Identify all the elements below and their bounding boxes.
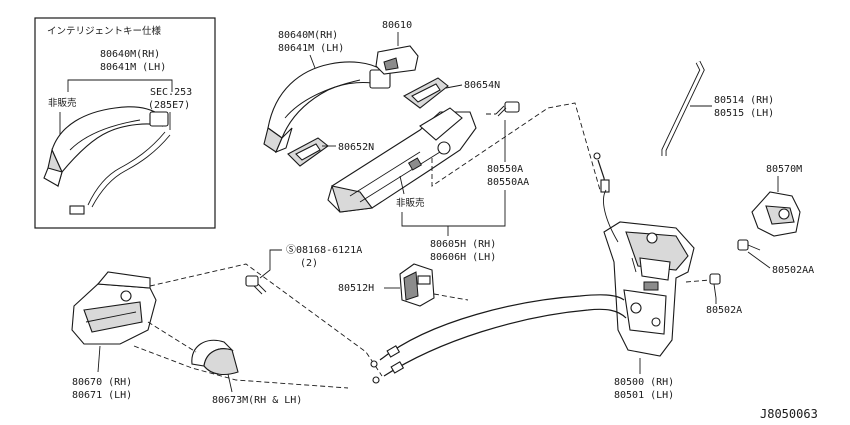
dash-handle-to-escutcheon: [133, 345, 349, 389]
inside-cable-lower: [383, 308, 627, 377]
inset-frame: [34, 17, 216, 229]
escutcheon-80673m: [191, 339, 239, 376]
inset-harness-wire: [87, 131, 166, 206]
leader-gasket-top: [445, 84, 463, 89]
gasket-80652n: [287, 137, 329, 167]
leader-bracket-assy: [401, 190, 506, 227]
cap-80610: [375, 45, 419, 75]
cable-end: [593, 152, 601, 160]
inset-leader-top: [67, 79, 173, 92]
screw-80502aa: [737, 239, 761, 251]
bolt-08168: [245, 275, 267, 295]
handle-bracket-80605h: [327, 107, 477, 213]
label-gasket-top: 80654N: [464, 80, 500, 91]
label-bracket-lh: 80606H (LH): [430, 252, 496, 263]
label-rod-rh: 80514 (RH): [714, 95, 774, 106]
inset-outside-handle-drawing: [43, 106, 169, 188]
rod-80514: [661, 60, 705, 156]
leader-bracket-not-sold: [399, 175, 405, 195]
inset-title: インテリジェントキー仕様: [47, 25, 162, 37]
label-gasket-bottom: 80652N: [338, 142, 374, 153]
door-lock-assy-80500: [603, 189, 695, 357]
leader-escutcheon: [227, 373, 233, 393]
gasket-80654n: [402, 77, 449, 109]
label-escutcheon: 80673M(RH & LH): [212, 395, 302, 406]
label-bracket-not-sold: 非販売: [396, 197, 425, 209]
inset-not-sold-label: 非販売: [48, 97, 77, 109]
inset-harness-wire-2: [91, 134, 171, 208]
inset-handle-label-lh: 80641M (LH): [100, 62, 166, 73]
cable-sleeve-upper: [386, 345, 401, 358]
clip-80512h: [399, 263, 435, 307]
label-screw-striker: 80502AA: [772, 265, 814, 276]
cable-end-lower: [372, 376, 380, 384]
label-screw-mid-a: 80550A: [487, 164, 523, 175]
inset-sec-sub: (285E7): [148, 100, 190, 111]
label-lock-lh: 80501 (LH): [614, 390, 674, 401]
leader-screw-striker: [747, 251, 771, 269]
inset-handle-label-rh: 80640M(RH): [100, 49, 160, 60]
leader-handle: [309, 54, 316, 69]
label-bolt-number: Ⓢ08168-6121A: [286, 244, 362, 256]
cable-end-upper: [370, 360, 378, 368]
inner-handle-80670: [71, 271, 157, 345]
cable-sleeve: [600, 179, 610, 193]
label-clip: 80512H: [338, 283, 374, 294]
diagram-ref-number: J8050063: [760, 407, 818, 421]
dash-screw-lock: [685, 279, 711, 283]
inset-connector: [69, 205, 85, 215]
label-rod-lh: 80515 (LH): [714, 108, 774, 119]
label-cap: 80610: [382, 20, 412, 31]
label-screw-mid-aa: 80550AA: [487, 177, 529, 188]
label-lock-rh: 80500 (RH): [614, 377, 674, 388]
label-inner-handle-lh: 80671 (LH): [72, 390, 132, 401]
dash-handle-escutcheon-2: [147, 321, 197, 353]
label-handle-rh: 80640M(RH): [278, 30, 338, 41]
dash-clip: [433, 293, 469, 301]
leader-inner-handle: [97, 345, 101, 373]
leader-bolt: [259, 249, 282, 279]
intelligent-key-inset: インテリジェントキー仕様 80640M(RH) 80641M (LH) 非販売 …: [34, 17, 216, 229]
striker-80570m: [751, 191, 801, 237]
screw-80502a: [709, 273, 721, 299]
label-handle-lh: 80641M (LH): [278, 43, 344, 54]
label-striker: 80570M: [766, 164, 802, 175]
inset-sec-ref: SEC.253: [150, 87, 192, 98]
cable-sleeve-lower: [390, 361, 405, 374]
label-bracket-rh: 80605H (RH): [430, 239, 496, 250]
dash-bracket-to-lock: [431, 102, 601, 191]
inside-cable-upper: [379, 294, 625, 361]
screw-80550a: [495, 101, 520, 117]
label-bolt-qty: (2): [300, 258, 318, 269]
dash-handle-to-cable: [149, 263, 383, 377]
outside-handle-80640m: [263, 61, 391, 154]
label-inner-handle-rh: 80670 (RH): [72, 377, 132, 388]
label-screw-lock: 80502A: [706, 305, 742, 316]
